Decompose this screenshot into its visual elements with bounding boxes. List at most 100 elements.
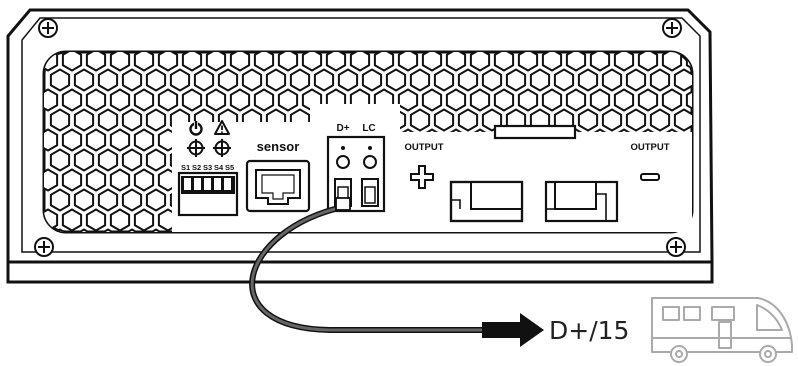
vent-hole <box>157 88 179 112</box>
d-plus-label: D+ <box>336 123 349 134</box>
vent-hole <box>73 188 95 212</box>
vent-hole <box>397 52 419 72</box>
vent-hole <box>613 88 635 112</box>
vent-hole <box>349 52 371 72</box>
vent-hole <box>253 88 275 112</box>
vent-hole <box>229 88 251 112</box>
dip-label-s5: S5 <box>225 163 234 172</box>
vent-hole <box>711 170 729 191</box>
vent-hole <box>445 88 467 112</box>
vent-hole <box>577 68 599 92</box>
vent-hole <box>553 68 575 92</box>
vent-hole <box>385 68 407 92</box>
vent-hole <box>577 108 599 132</box>
vent-hole <box>181 52 203 72</box>
warning-triangle-icon <box>214 120 230 135</box>
plus-sign-icon <box>410 165 434 189</box>
vent-hole <box>109 88 131 112</box>
vent-hole <box>145 188 167 212</box>
vent-hole <box>433 108 455 132</box>
vent-hole <box>205 52 227 72</box>
dip-switch-4[interactable] <box>214 178 221 190</box>
vent-hole <box>337 68 359 92</box>
dip-switch-5[interactable] <box>224 178 231 190</box>
vent-hole <box>73 148 95 172</box>
vent-hole <box>711 130 729 151</box>
vent-hole <box>481 68 503 92</box>
vent-hole <box>85 168 107 192</box>
vent-hole <box>711 50 729 71</box>
vent-hole <box>109 168 131 192</box>
output-right-label: OUTPUT <box>630 142 669 153</box>
dip-switch-3[interactable] <box>204 178 211 190</box>
vent-hole <box>517 52 539 72</box>
vent-hole <box>61 208 83 232</box>
dip-switch-2[interactable] <box>194 178 201 190</box>
vent-hole <box>723 110 741 131</box>
dip-label-s3: S3 <box>203 163 212 172</box>
vent-hole <box>133 88 155 112</box>
vent-hole <box>109 128 131 152</box>
dip-label-s4: S4 <box>214 163 224 172</box>
vent-hole <box>133 52 155 72</box>
vent-hole <box>97 108 119 132</box>
lc-label: LC <box>362 123 375 134</box>
vent-hole <box>409 108 431 132</box>
vent-hole <box>61 168 83 192</box>
vent-hole <box>445 52 467 72</box>
vent-hole <box>289 68 311 92</box>
vent-hole <box>373 52 395 72</box>
vent-hole <box>409 68 431 92</box>
vent-hole <box>133 208 155 232</box>
vent-hole <box>589 88 611 112</box>
vent-hole <box>277 88 299 112</box>
vent-hole <box>421 52 443 72</box>
vent-hole <box>601 68 623 92</box>
vent-hole <box>277 52 299 72</box>
vent-hole <box>421 88 443 112</box>
dip-switch-1[interactable] <box>184 178 191 190</box>
vent-hole <box>145 148 167 172</box>
vent-hole <box>457 108 479 132</box>
vent-hole <box>85 128 107 152</box>
vent-hole <box>97 68 119 92</box>
vent-hole <box>49 148 71 172</box>
vent-hole <box>613 52 635 72</box>
vent-hole <box>109 208 131 232</box>
vent-hole <box>565 52 587 72</box>
dip-switch-block[interactable] <box>177 171 239 217</box>
vent-hole <box>469 52 491 72</box>
vent-hole <box>133 128 155 152</box>
screw-bottom-right <box>666 237 686 257</box>
vent-hole <box>44 168 59 192</box>
vent-hole <box>711 210 729 231</box>
power-icon <box>189 121 203 136</box>
screw-top-left <box>38 18 58 38</box>
vent-hole <box>541 88 563 112</box>
output-terminal-positive[interactable] <box>449 180 524 223</box>
vent-hole <box>313 68 335 92</box>
output-terminal-negative[interactable] <box>544 180 619 223</box>
dip-label-s1: S1 <box>181 163 190 172</box>
vent-hole <box>649 68 671 92</box>
vent-hole <box>253 52 275 72</box>
vent-hole <box>529 68 551 92</box>
vent-hole <box>241 68 263 92</box>
vent-hole <box>433 68 455 92</box>
vent-hole <box>193 68 215 92</box>
vent-hole <box>505 68 527 92</box>
vent-hole <box>637 88 659 112</box>
vent-hole <box>723 230 741 251</box>
vent-hole <box>685 88 692 112</box>
sensor-port[interactable] <box>245 159 311 213</box>
vent-hole <box>649 108 671 132</box>
vent-hole <box>711 90 729 111</box>
vent-hole <box>61 128 83 152</box>
vent-hole <box>109 52 131 72</box>
screw-bottom-left <box>34 237 54 257</box>
d-plus-cable <box>249 197 485 333</box>
minus-sign-icon <box>640 173 660 181</box>
vent-hole <box>637 52 659 72</box>
camper-van-icon <box>651 297 793 363</box>
vent-hole <box>205 88 227 112</box>
